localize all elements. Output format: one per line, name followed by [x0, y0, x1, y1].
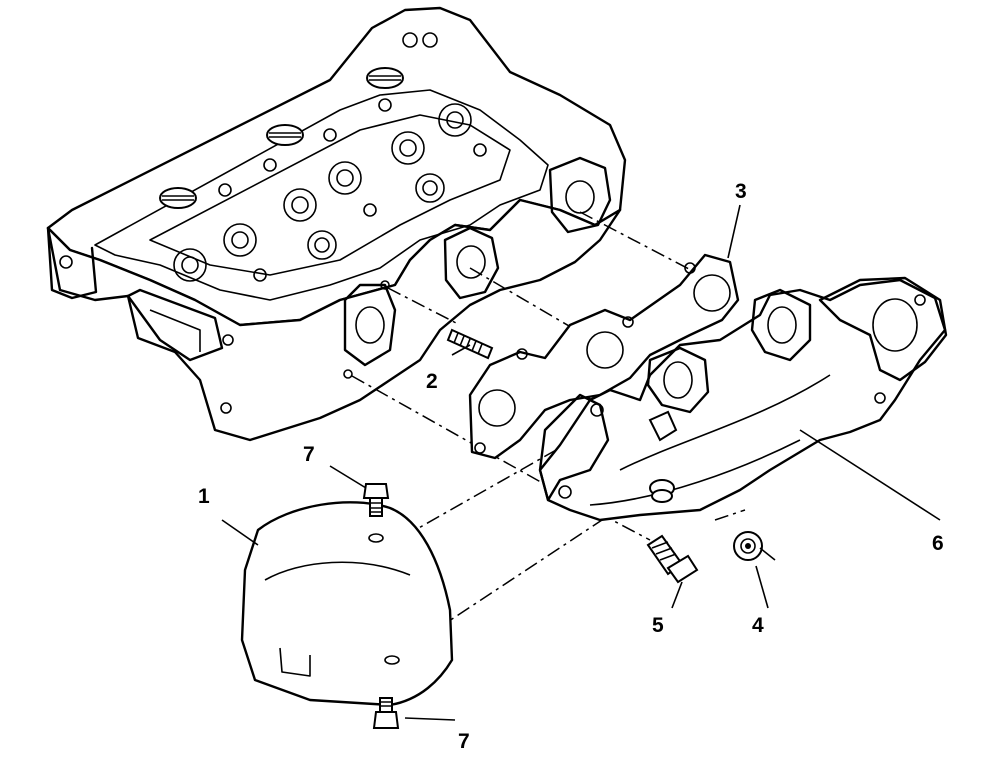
callout-5: 5 [652, 614, 664, 637]
flange-bolt-icon [646, 534, 699, 584]
callout-6: 6 [932, 532, 944, 555]
gasket-icon [468, 253, 740, 460]
callout-2: 2 [426, 370, 438, 393]
callout-4: 4 [752, 614, 764, 637]
valve-pockets [173, 32, 487, 282]
callout-7-top: 7 [303, 443, 315, 466]
exhaust-manifold-icon [538, 276, 948, 522]
cylinder-head-icon [46, 6, 627, 442]
flange-nut-icon [733, 531, 776, 561]
callouts: 1 2 3 4 5 6 7 7 [198, 180, 944, 753]
leader-lines [221, 204, 941, 721]
stud-icon [446, 328, 494, 360]
shield-bolt-icon [362, 483, 400, 729]
heat-shield-icon [240, 501, 454, 707]
callout-7-bottom: 7 [458, 730, 470, 753]
callout-3: 3 [735, 180, 747, 203]
callout-1: 1 [198, 485, 210, 508]
